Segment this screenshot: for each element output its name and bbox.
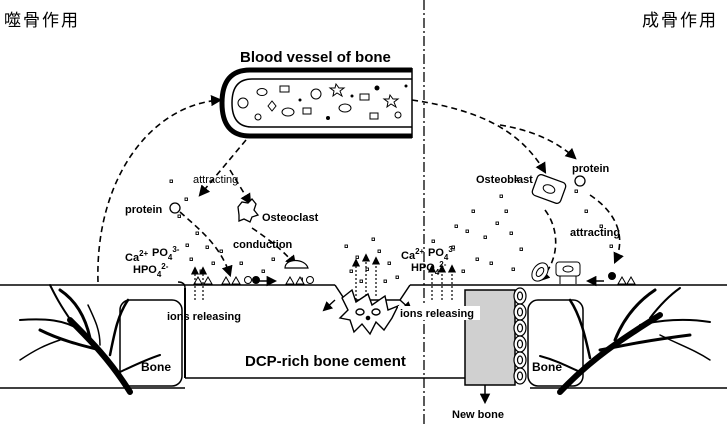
- bone-label-right: Bone: [532, 360, 562, 374]
- osteoclast-icon: [237, 198, 260, 223]
- surface-markers-left: [193, 275, 314, 285]
- blood-vessel: Blood vessel of bone: [219, 49, 413, 139]
- vessel-to-osteoblast-arrow: [411, 99, 547, 174]
- pit-arrow-left: [322, 299, 336, 312]
- attracting-arrow-right: [589, 194, 624, 265]
- osteoblast-column: [513, 287, 527, 385]
- protein-label-left: protein: [125, 204, 163, 216]
- osteocyte-left: [19, 284, 161, 395]
- conduction-label: conduction: [233, 239, 293, 251]
- vessel-title: Blood vessel of bone: [240, 49, 391, 66]
- ion-release-arrows-left: [190, 253, 381, 300]
- ion-particles: [169, 177, 613, 283]
- attracting-label-right: attracting: [570, 227, 620, 239]
- surface-markers-right: [531, 261, 636, 285]
- bone-to-vessel-arrow: [97, 95, 223, 283]
- attracting-arrow-left: [229, 169, 252, 205]
- ions-releasing-label-right: ions releasing: [400, 308, 474, 320]
- osteogenesis-title: 成骨作用: [642, 11, 718, 31]
- protein-icon-right: [574, 175, 586, 187]
- cement-bed: [0, 281, 727, 389]
- hpo4-label-right: HPO42-: [411, 260, 447, 277]
- po4-label-right: PO43-: [428, 245, 456, 262]
- vessel-to-protein-arrow: [198, 139, 247, 197]
- resorbing-osteoclast: [338, 288, 400, 336]
- resorption-title: 噬骨作用: [4, 11, 80, 31]
- osteoclast-on-surface: [284, 259, 309, 269]
- ca-label-left: Ca2+: [125, 249, 149, 264]
- ions-releasing-label-left: ions releasing: [167, 311, 241, 323]
- vessel-to-protein-right-arrow: [499, 124, 577, 160]
- bone-block-right: [527, 299, 584, 387]
- new-bone-label: New bone: [452, 409, 504, 421]
- hpo4-label-left: HPO42-: [133, 262, 169, 279]
- po4-label-left: PO43-: [152, 245, 180, 262]
- bone-label-left: Bone: [141, 360, 171, 374]
- osteoblast-label: Osteoblast: [476, 174, 533, 186]
- protein-label-right: protein: [572, 163, 610, 175]
- new-bone-block: [464, 289, 516, 386]
- protein-icon-left: [169, 202, 181, 214]
- protein-to-surface-arrow: [179, 211, 233, 278]
- osteocyte-right: [539, 287, 711, 395]
- attracting-label-left: attracting: [193, 174, 238, 186]
- ca-label-right: Ca2+: [401, 247, 425, 262]
- ions-label-bg: [398, 306, 480, 320]
- ion-release-arrows-right: [427, 264, 457, 300]
- osteoclast-label: Osteoclast: [262, 212, 319, 224]
- osteoblast-cell: [531, 174, 567, 204]
- cement-label: DCP-rich bone cement: [245, 353, 406, 370]
